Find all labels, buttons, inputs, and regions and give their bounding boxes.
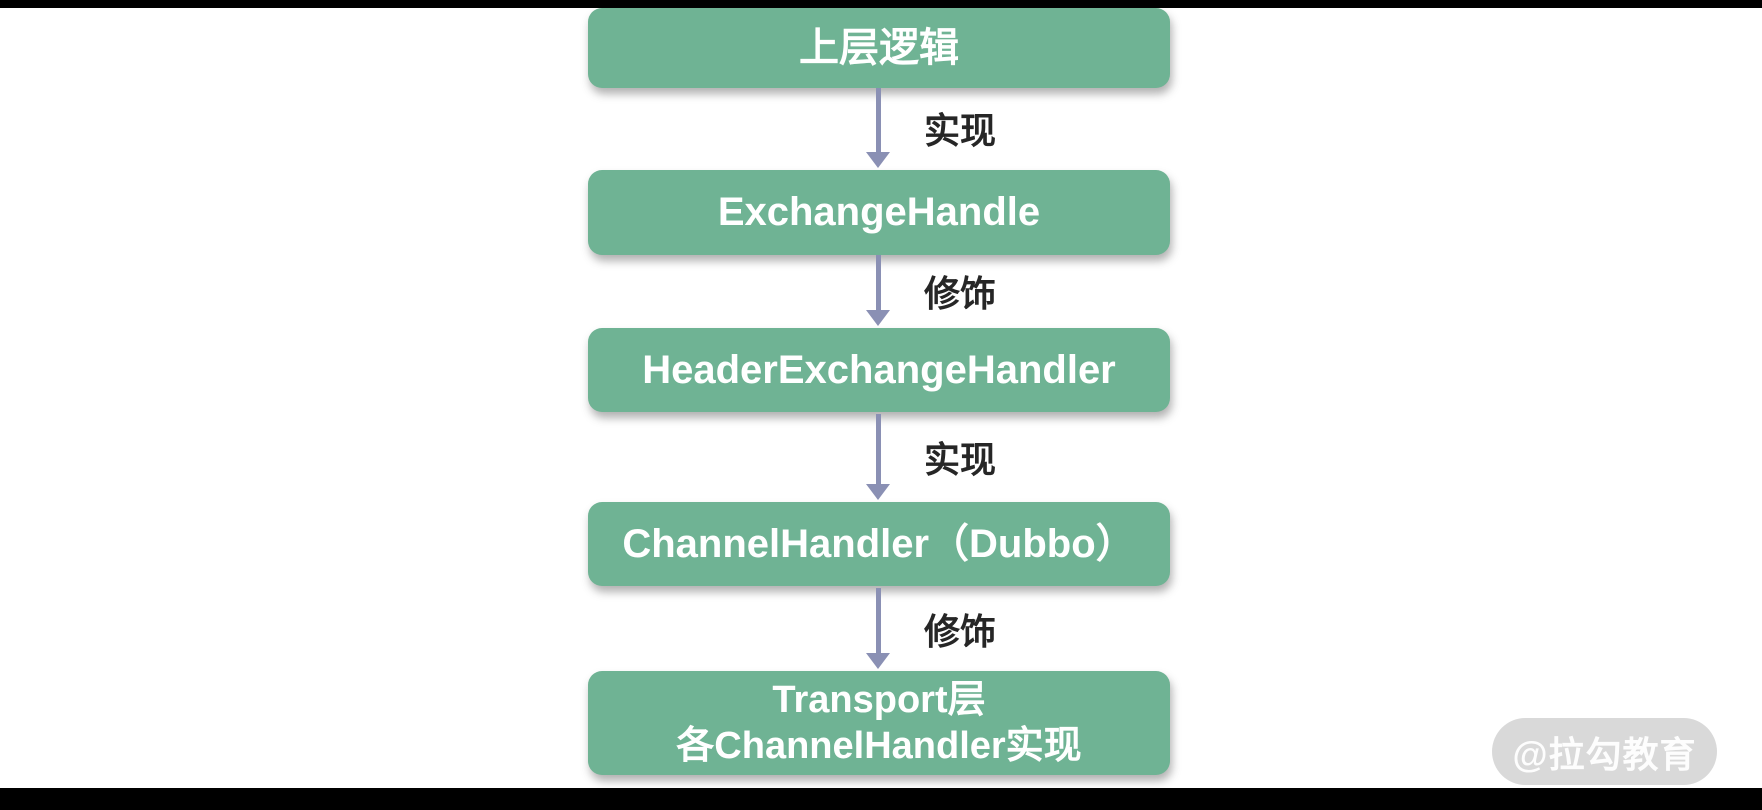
- flow-node-label: ExchangeHandle: [717, 190, 1041, 235]
- arrow-line: [875, 255, 881, 314]
- flow-node-label: ChannelHandler（Dubbo）: [622, 521, 1136, 566]
- arrow-line: [875, 414, 881, 488]
- arrow-line: [875, 88, 881, 156]
- flow-node-label: 上层逻辑: [799, 25, 959, 70]
- flow-node-header-exchange-handler: HeaderExchangeHandler: [588, 328, 1170, 412]
- letterbox-bottom-bar: [0, 788, 1762, 810]
- edge-label: 修饰: [924, 610, 997, 652]
- flow-node-transport-layer: Transport层 各ChannelHandler实现: [588, 671, 1170, 775]
- watermark-badge: @拉勾教育: [1492, 718, 1717, 785]
- arrow-down-icon: [866, 310, 890, 326]
- letterbox-top-bar: [0, 0, 1762, 8]
- flow-node-label: HeaderExchangeHandler: [642, 347, 1116, 392]
- flow-node-channel-handler-dubbo: ChannelHandler（Dubbo）: [588, 502, 1170, 586]
- edge-label: 修饰: [924, 272, 997, 314]
- watermark-text: @拉勾教育: [1512, 733, 1697, 775]
- edge-label: 实现: [924, 110, 997, 151]
- flow-node-label: Transport层 各ChannelHandler实现: [676, 678, 1082, 767]
- arrow-line: [875, 588, 881, 657]
- flow-connector-3: 实现: [864, 414, 996, 500]
- arrow-down-icon: [866, 653, 890, 669]
- arrow-down-icon: [866, 484, 890, 500]
- arrow-down-icon: [866, 152, 890, 168]
- flow-node-exchange-handle: ExchangeHandle: [588, 170, 1170, 255]
- flow-node-upper-logic: 上层逻辑: [588, 8, 1170, 88]
- edge-label: 实现: [924, 439, 997, 480]
- flow-connector-2: 修饰: [864, 255, 996, 326]
- flow-connector-4: 修饰: [864, 588, 996, 669]
- flow-connector-1: 实现: [864, 88, 996, 168]
